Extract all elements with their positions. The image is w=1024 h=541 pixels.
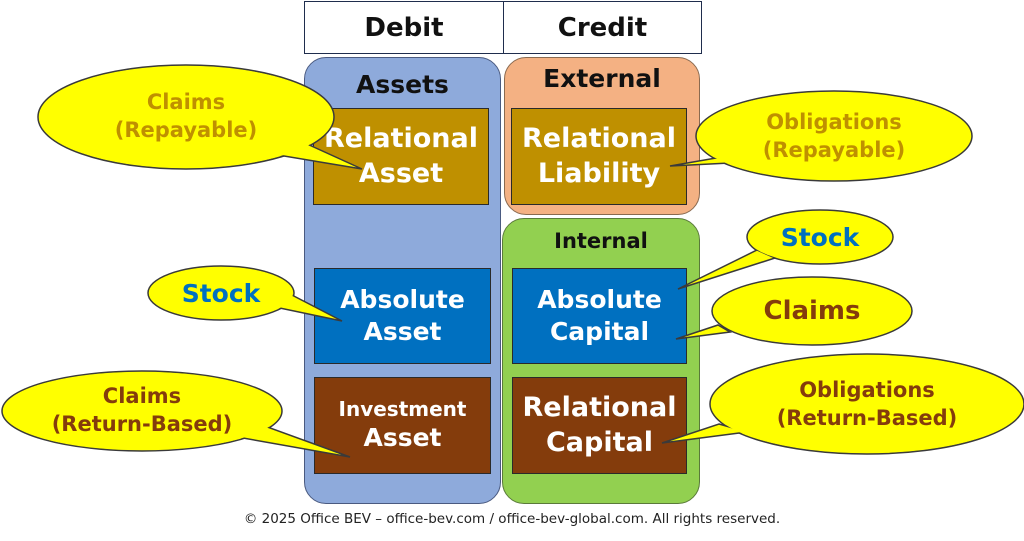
callout-obligations-return-based-line2: (Return-Based) [776,406,958,430]
credit-header: Credit [503,1,702,54]
callout-claims-return-based-line1: Claims [102,384,182,409]
debit-header: Debit [304,1,504,54]
absolute-asset-line2: Asset [363,317,442,346]
callout-claims-repayable-text: Claims (Repayable) [60,80,312,154]
relational-liability-line1: Relational [522,122,676,154]
relational-capital-box: Relational Capital [512,377,687,474]
callout-claims-repayable-line1: Claims [146,90,226,115]
internal-panel-title: Internal [554,229,648,253]
callout-obligations-return-based-text: Obligations (Return-Based) [736,370,998,440]
callout-stock-right-line1: Stock [780,222,860,252]
copyright-footer: © 2025 Office BEV – office-bev.com / off… [243,511,781,527]
absolute-capital-line2: Capital [549,317,650,346]
relational-capital-line2: Capital [545,426,653,458]
relational-asset-line1: Relational [324,122,478,154]
external-panel-title: External [543,64,661,93]
callout-claims-return-based-text: Claims (Return-Based) [20,377,264,445]
callout-obligations-repayable-line1: Obligations [766,110,902,135]
callout-claims-return-based-line2: (Return-Based) [51,412,233,436]
investment-asset-line2: Asset [363,423,442,453]
investment-asset-box: Investment Asset [314,377,491,474]
relational-capital-line1: Relational [522,391,677,423]
callout-claims-right-tail [675,324,733,340]
callout-claims-repayable-line2: (Repayable) [114,118,258,142]
callout-claims-right-text: Claims [732,292,892,330]
relational-liability-line2: Liability [537,157,661,189]
absolute-asset-line1: Absolute [340,285,465,314]
callout-obligations-repayable-text: Obligations (Repayable) [720,102,948,172]
assets-panel-title: Assets [356,70,449,99]
relational-asset-box: Relational Asset [313,108,489,205]
absolute-capital-line1: Absolute [537,285,662,314]
callout-stock-left-text: Stock [160,275,282,311]
callout-obligations-repayable-line2: (Repayable) [762,138,906,162]
absolute-capital-box: Absolute Capital [512,268,687,364]
callout-stock-left-line1: Stock [181,278,261,308]
investment-asset-line1: Investment [338,396,467,421]
relational-liability-box: Relational Liability [511,108,687,205]
callout-obligations-return-based-line1: Obligations [799,378,935,403]
callout-stock-right-text: Stock [760,219,880,255]
absolute-asset-box: Absolute Asset [314,268,491,364]
callout-claims-right-line1: Claims [763,295,861,326]
relational-asset-line2: Asset [358,157,444,189]
